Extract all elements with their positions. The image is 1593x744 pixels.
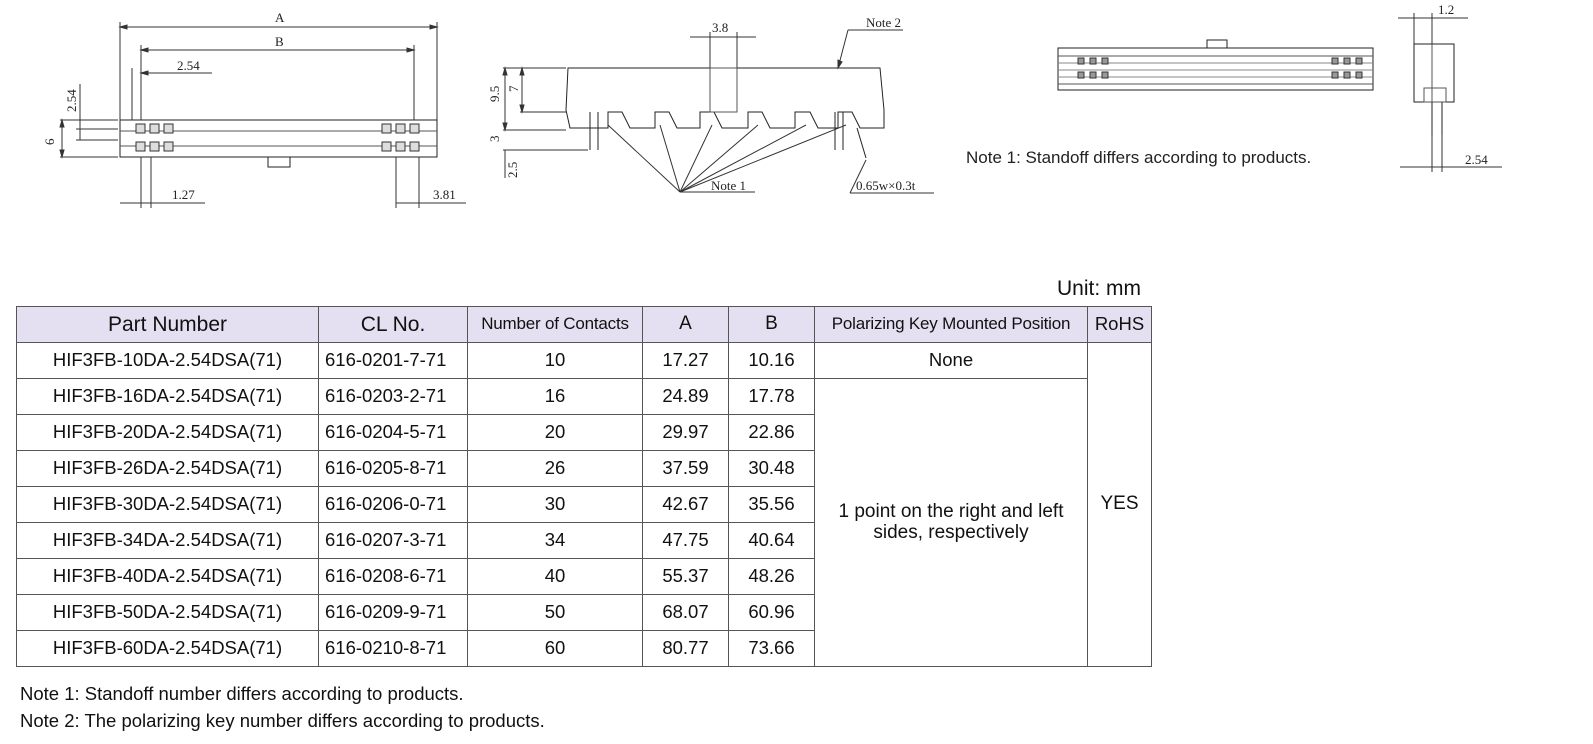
cell-part-number: HIF3FB-30DA-2.54DSA(71)	[16, 486, 319, 523]
footnote-1: Note 1: Standoff number differs accordin…	[20, 683, 464, 704]
dim-total-label: 9.5	[487, 86, 502, 102]
dim-standoff-label: 3	[487, 136, 502, 143]
end-view	[1398, 13, 1502, 172]
note1-label: Note 1	[711, 178, 746, 193]
cell-b: 17.78	[728, 378, 815, 415]
cell-cl-no: 616-0203-2-71	[318, 378, 468, 415]
dim-end-pitch-label: 2.54	[1465, 152, 1488, 167]
cell-cl-no: 616-0201-7-71	[318, 342, 468, 379]
dim-pin-label: 2.5	[505, 162, 520, 178]
dim-height-label: 6	[42, 138, 57, 145]
cell-cl-no: 616-0205-8-71	[318, 450, 468, 487]
cell-a: 80.77	[642, 630, 729, 667]
cell-a: 17.27	[642, 342, 729, 379]
side-view	[502, 29, 934, 194]
cell-a: 47.75	[642, 522, 729, 559]
table-row: HIF3FB-34DA-2.54DSA(71) 616-0207-3-71 34…	[16, 522, 1152, 559]
table-row: HIF3FB-40DA-2.54DSA(71) 616-0208-6-71 40…	[16, 558, 1152, 595]
cell-b: 22.86	[728, 414, 815, 451]
cell-a: 68.07	[642, 594, 729, 631]
header-cl-no: CL No.	[318, 306, 468, 343]
cell-a: 37.59	[642, 450, 729, 487]
cell-part-number: HIF3FB-16DA-2.54DSA(71)	[16, 378, 319, 415]
table-row: HIF3FB-26DA-2.54DSA(71) 616-0205-8-71 26…	[16, 450, 1152, 487]
cell-part-number: HIF3FB-20DA-2.54DSA(71)	[16, 414, 319, 451]
header-polarizing-key: Polarizing Key Mounted Position	[814, 306, 1088, 343]
pin-size-label: 0.65w×0.3t	[856, 178, 916, 193]
cell-contacts: 60	[467, 630, 643, 667]
table-row: HIF3FB-20DA-2.54DSA(71) 616-0204-5-71 20…	[16, 414, 1152, 451]
cell-a: 42.67	[642, 486, 729, 523]
standoff-note: Note 1: Standoff differs according to pr…	[966, 148, 1312, 167]
cell-contacts: 10	[467, 342, 643, 379]
cell-part-number: HIF3FB-26DA-2.54DSA(71)	[16, 450, 319, 487]
top-view	[1057, 39, 1374, 91]
dim-width-label: 1.2	[1438, 2, 1454, 17]
header-contacts: Number of Contacts	[467, 306, 643, 343]
key-multi-line2: sides, respectively	[873, 521, 1029, 543]
dim-a-label: A	[275, 10, 285, 25]
footnote-2: Note 2: The polarizing key number differ…	[20, 710, 545, 731]
table-header-row: Part Number CL No. Number of Contacts A …	[16, 306, 1152, 343]
header-rohs: RoHS	[1087, 306, 1152, 343]
cell-a: 29.97	[642, 414, 729, 451]
cell-key-multi: 1 point on the right and left sides, res…	[814, 378, 1088, 667]
table-row: HIF3FB-10DA-2.54DSA(71) 616-0201-7-71 10…	[16, 342, 1152, 667]
cell-key-none: None	[814, 342, 1088, 379]
cell-cl-no: 616-0206-0-71	[318, 486, 468, 523]
table-row: HIF3FB-30DA-2.54DSA(71) 616-0206-0-71 30…	[16, 486, 1152, 523]
cell-cl-no: 616-0207-3-71	[318, 522, 468, 559]
cell-contacts: 40	[467, 558, 643, 595]
cell-contacts: 50	[467, 594, 643, 631]
cell-cl-no: 616-0209-9-71	[318, 594, 468, 631]
cell-rohs: YES	[1087, 342, 1152, 667]
note2-label: Note 2	[866, 15, 901, 30]
cell-part-number: HIF3FB-10DA-2.54DSA(71)	[16, 342, 319, 379]
table-row: HIF3FB-60DA-2.54DSA(71) 616-0210-8-71 60…	[16, 630, 1152, 667]
cell-contacts: 20	[467, 414, 643, 451]
cell-b: 60.96	[728, 594, 815, 631]
cell-contacts: 34	[467, 522, 643, 559]
footnotes: Note 1: Standoff number differs accordin…	[20, 680, 545, 734]
dim-key-label: 3.8	[712, 20, 728, 35]
cell-a: 24.89	[642, 378, 729, 415]
dim-body-label: 7	[506, 85, 521, 92]
cell-contacts: 26	[467, 450, 643, 487]
header-a: A	[642, 306, 729, 343]
cell-a: 55.37	[642, 558, 729, 595]
dim-b-label: B	[275, 34, 284, 49]
cell-b: 73.66	[728, 630, 815, 667]
cell-b: 48.26	[728, 558, 815, 595]
header-part-number: Part Number	[16, 306, 319, 343]
cell-b: 30.48	[728, 450, 815, 487]
cell-b: 10.16	[728, 342, 815, 379]
unit-label: Unit: mm	[1057, 277, 1141, 300]
spec-table: Part Number CL No. Number of Contacts A …	[16, 306, 1152, 667]
cell-part-number: HIF3FB-34DA-2.54DSA(71)	[16, 522, 319, 559]
cell-b: 35.56	[728, 486, 815, 523]
dim-pitch-label: 2.54	[177, 58, 200, 73]
header-b: B	[728, 306, 815, 343]
cell-part-number: HIF3FB-40DA-2.54DSA(71)	[16, 558, 319, 595]
dim-end-label: 3.81	[433, 187, 456, 202]
table-row: HIF3FB-50DA-2.54DSA(71) 616-0209-9-71 50…	[16, 594, 1152, 631]
dim-offset-label: 1.27	[172, 187, 195, 202]
cell-cl-no: 616-0208-6-71	[318, 558, 468, 595]
key-multi-line1: 1 point on the right and left	[838, 500, 1064, 522]
cell-b: 40.64	[728, 522, 815, 559]
cell-contacts: 16	[467, 378, 643, 415]
cell-part-number: HIF3FB-60DA-2.54DSA(71)	[16, 630, 319, 667]
dim-row-label: 2.54	[64, 89, 79, 112]
cell-cl-no: 616-0210-8-71	[318, 630, 468, 667]
front-view	[59, 22, 466, 208]
cell-contacts: 30	[467, 486, 643, 523]
table-row: HIF3FB-16DA-2.54DSA(71) 616-0203-2-71 16…	[16, 378, 1152, 667]
cell-part-number: HIF3FB-50DA-2.54DSA(71)	[16, 594, 319, 631]
technical-drawing: A B 2.54 2.54 6 1.27 3.81 3.8 Note 2 9.5…	[42, 2, 1502, 208]
cell-cl-no: 616-0204-5-71	[318, 414, 468, 451]
